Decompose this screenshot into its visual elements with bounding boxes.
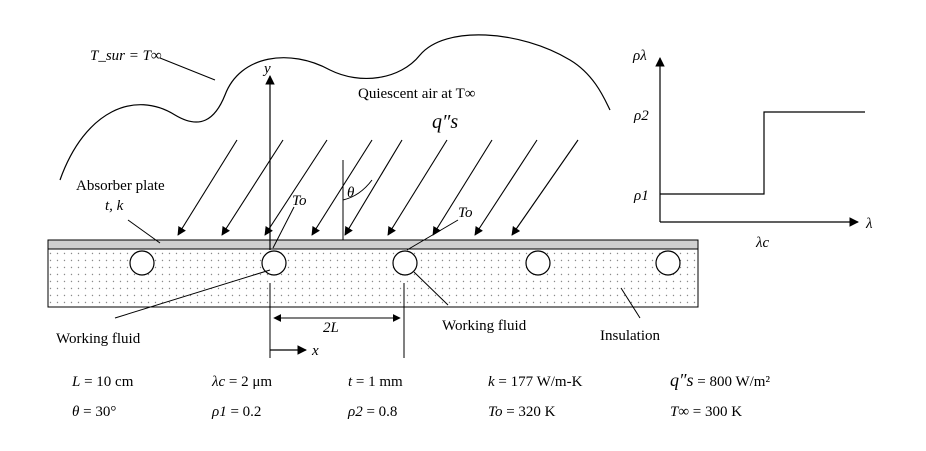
reflectivity-step — [660, 111, 865, 195]
flux-label: q″s — [432, 111, 458, 133]
tube — [392, 250, 418, 276]
surroundings-boundary — [59, 34, 611, 181]
rho1-label: ρ1 — [633, 188, 649, 204]
absorber-label: Absorber plate — [76, 178, 165, 194]
flux-arrow — [311, 139, 373, 236]
flux-arrow — [177, 139, 238, 236]
y-axis-label: y — [262, 61, 271, 77]
rho2-label: ρ2 — [633, 108, 649, 124]
fluid-right-leader — [413, 271, 449, 306]
surroundings-leader — [159, 57, 216, 81]
parameters-table: L = 10 cm λc = 2 μm t = 1 mm k = 177 W/m… — [71, 370, 770, 420]
surroundings-label: T_sur = T∞ — [90, 48, 162, 64]
param-rho1: ρ1 = 0.2 — [211, 404, 261, 420]
param-rho2: ρ2 = 0.8 — [347, 404, 397, 420]
param-t: t = 1 mm — [348, 374, 403, 390]
tube — [261, 250, 287, 276]
tube — [655, 250, 681, 276]
insulation-block — [47, 248, 699, 308]
param-lambda-c: λc = 2 μm — [211, 374, 272, 390]
rho-axis-label: ρλ — [632, 48, 647, 64]
tube — [129, 250, 155, 276]
to-left-leader — [272, 206, 295, 249]
fluid-left-label: Working fluid — [56, 331, 141, 347]
theta-label: θ — [347, 185, 355, 201]
to-right-leader — [406, 219, 459, 251]
tube — [525, 250, 551, 276]
to-left-label: To — [292, 193, 307, 209]
param-To: To = 320 K — [488, 404, 556, 420]
working-fluid-tubes — [129, 250, 681, 276]
theta-arc — [342, 179, 373, 201]
fluid-left-leader — [114, 269, 271, 319]
insulation-leader — [620, 287, 641, 319]
flux-arrow — [264, 139, 328, 236]
x-axis-label: x — [311, 343, 319, 359]
air-label: Quiescent air at T∞ — [358, 86, 475, 102]
flux-arrow — [511, 139, 579, 236]
lambda-axis-label: λ — [865, 216, 873, 232]
flux-arrow — [387, 139, 448, 236]
reflectivity-plot: ρλ λ ρ2 ρ1 λc — [632, 48, 873, 251]
param-qs: q″s = 800 W/m² — [670, 370, 770, 390]
insulation-label: Insulation — [600, 328, 660, 344]
flux-arrow — [474, 139, 538, 236]
absorber-leader — [127, 219, 161, 244]
solar-flux-arrows — [177, 139, 579, 236]
absorber-props-label: t, k — [105, 198, 124, 214]
param-L: L = 10 cm — [71, 374, 134, 390]
to-right-label: To — [458, 205, 473, 221]
param-Tinf: T∞ = 300 K — [670, 404, 742, 420]
absorber-plate — [47, 239, 699, 250]
spacing-label: 2L — [323, 320, 339, 336]
param-theta: θ = 30° — [72, 404, 116, 420]
param-k: k = 177 W/m-K — [488, 374, 583, 390]
fluid-right-label: Working fluid — [442, 318, 527, 334]
flux-arrow — [344, 139, 403, 236]
flux-arrow — [221, 139, 284, 236]
cutoff-label: λc — [755, 235, 769, 251]
flux-arrow — [432, 139, 493, 236]
